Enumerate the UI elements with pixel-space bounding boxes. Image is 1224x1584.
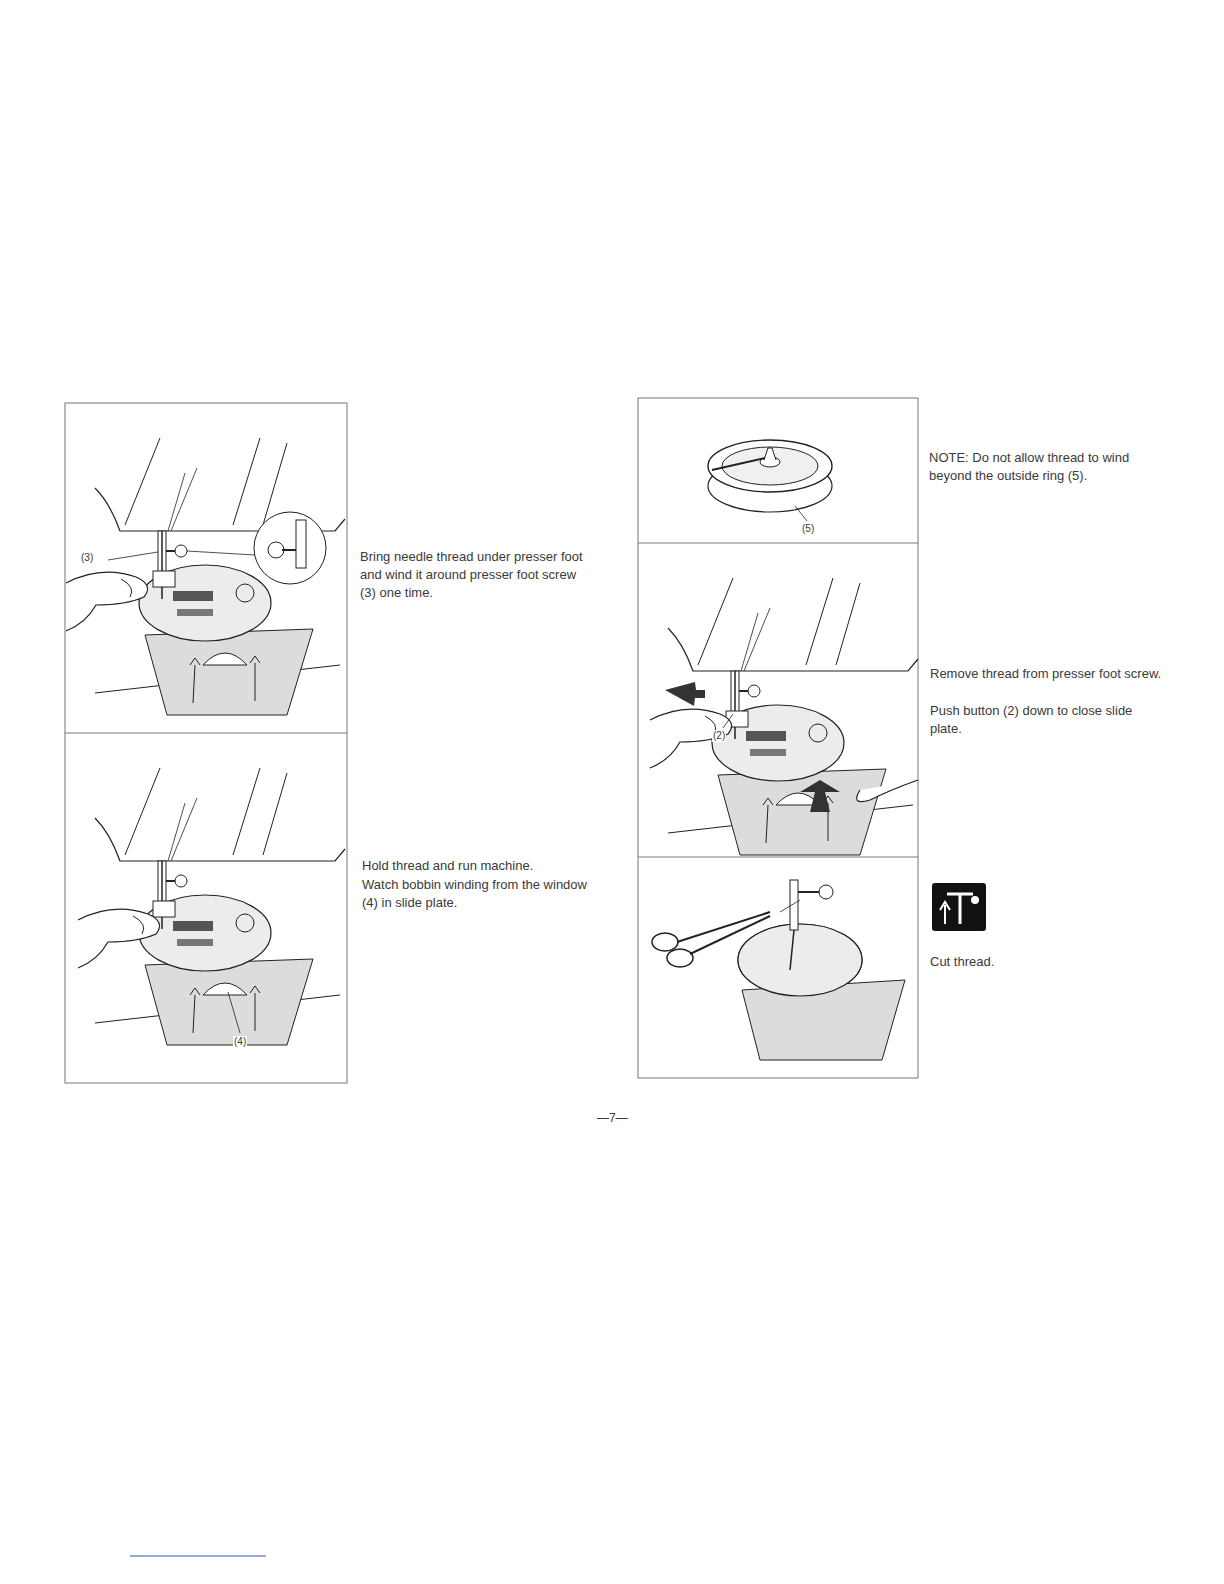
instruction-text: Remove thread from presser foot screw.	[930, 665, 1162, 683]
instruction-text: Bring needle thread under presser foot a…	[360, 548, 592, 602]
callout-number: (4)	[233, 1036, 247, 1048]
callout-number: (3)	[80, 552, 94, 564]
instruction-text: NOTE: Do not allow thread to wind beyond…	[929, 449, 1174, 485]
instruction-text: Hold thread and run machine.	[362, 857, 594, 875]
page-number: —7—	[597, 1109, 628, 1127]
instruction-text: Watch bobbin winding from the window (4)…	[362, 876, 594, 912]
instruction-text: Push button (2) down to close slide plat…	[930, 702, 1162, 738]
callout-number: (5)	[801, 523, 815, 535]
callout-number: (2)	[712, 730, 726, 742]
instruction-text: Cut thread.	[930, 953, 1162, 971]
